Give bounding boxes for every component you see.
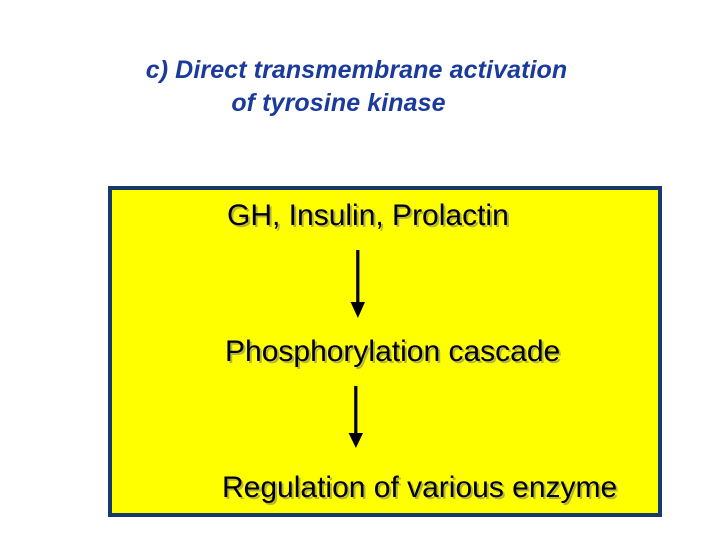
title-line-2: of tyrosine kinase [231, 89, 446, 117]
flow-step-ligands: GH, Insulin, Prolactin [227, 199, 509, 232]
down-arrow-icon [343, 386, 369, 448]
down-arrow-icon [345, 250, 371, 318]
slide-title: c) Direct transmembrane activation of ty… [0, 54, 720, 120]
pathway-panel [108, 186, 662, 517]
flow-step-cascade: Phosphorylation cascade [225, 335, 561, 368]
title-line-1: c) Direct transmembrane activation [145, 56, 568, 84]
flow-step-regulation: Regulation of various enzyme [222, 471, 618, 504]
